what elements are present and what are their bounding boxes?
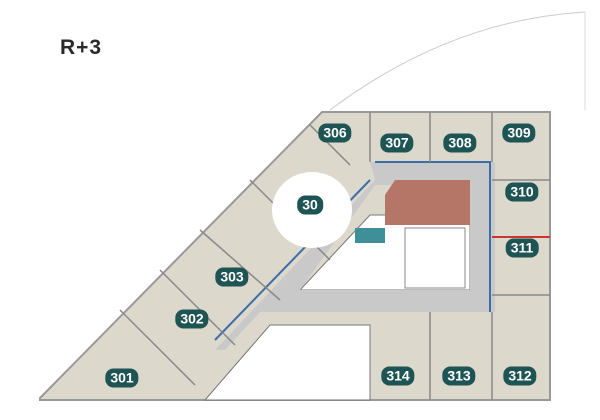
room-label-30x[interactable]: 30 [297,195,323,215]
room-label-307[interactable]: 307 [380,133,414,153]
room-label-314[interactable]: 314 [381,366,415,386]
room-label-301[interactable]: 301 [105,368,139,388]
room-label-302[interactable]: 302 [175,309,209,329]
room-label-313[interactable]: 313 [442,366,476,386]
room-label-306[interactable]: 306 [318,123,352,143]
terrace-arc [329,11,586,111]
room-label-312[interactable]: 312 [503,366,537,386]
room-label-311[interactable]: 311 [505,238,539,258]
core-room [385,180,470,225]
floor-title: R+3 [60,36,103,59]
room-label-308[interactable]: 308 [443,133,477,153]
corridor [215,162,495,350]
room-label-310[interactable]: 310 [505,182,539,202]
room-label-303[interactable]: 303 [215,267,249,287]
room-label-309[interactable]: 309 [502,123,536,143]
sanitary-room [355,228,385,243]
stair-room [404,227,466,289]
core-west [203,324,371,401]
